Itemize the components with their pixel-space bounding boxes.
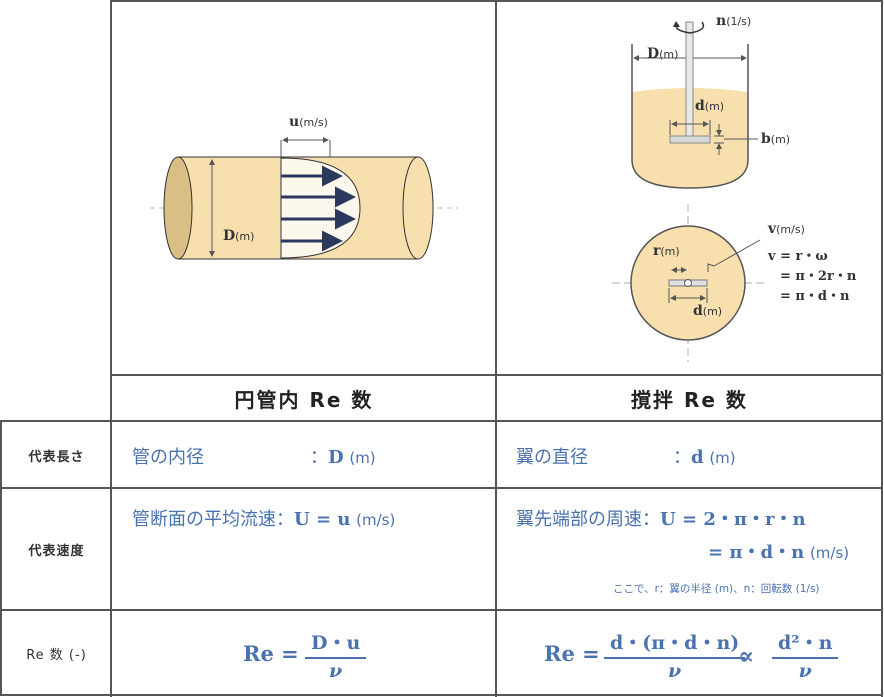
tip-speed-label: v(m/s) [768,221,805,237]
impeller-diameter-label: d(m) [695,98,724,114]
impeller-diameter-symbol: d [695,98,705,114]
tank-diameter-label: D(m) [647,46,678,62]
pipe-diagram [150,137,458,260]
stirred-tank-diagram [631,21,758,189]
row-label-length: 代表長さ [28,449,85,465]
stirrer-velocity-unit2: (m/s) [809,544,850,562]
stirrer-velocity-formula1: U = 2・π・r・n [660,509,806,530]
tip-speed-eq1: v = r・ω [768,249,828,264]
tip-speed-symbol: v [768,221,777,237]
stirrer-length-colon: ： [673,447,691,468]
tip-speed-eq3: = π・d・n [780,289,850,304]
stirrer-velocity-text: 翼先端部の周速：U = 2・π・r・n [516,505,806,531]
top-view-diameter-label: d(m) [693,303,722,319]
stirrer-length-symbol: d [691,447,704,468]
pipe-diameter-symbol: D [223,228,236,244]
header-stirrer-re: 撹拌 Re 数 [631,388,748,412]
pipe-length-text: 管の内径 [132,447,204,468]
stirrer-re-numerator2: d²・n [772,628,839,659]
pipe-re-fraction: D・u ν [305,628,367,682]
stirrer-velocity-line2: = π・d・n (m/s) [708,538,849,564]
blade-width-label: b(m) [761,131,790,147]
velocity-arrows [281,165,356,252]
stirrer-length-text: 翼の直径 [516,447,588,468]
tank-top-view [612,204,764,362]
pipe-length-symbol: D [328,447,344,468]
proportional-symbol: ∝ [738,641,755,670]
pipe-velocity-row-unit: (m/s) [356,511,396,529]
pipe-re-lhs: Re = [243,641,299,666]
stirrer-length-value: ：d (m) [673,443,736,469]
tip-speed-eq2: = π・2r・n [780,269,857,284]
pipe-length-unit: (m) [349,449,376,467]
stirrer-re-lhs: Re = [544,641,600,666]
pipe-re-denominator: ν [329,660,343,682]
top-view-diameter-symbol: d [693,303,703,319]
pipe-velocity-symbol: u [289,114,300,130]
tip-speed-unit: (m/s) [776,223,805,236]
pipe-velocity-desc: 管断面の平均流速： [132,509,294,530]
radius-unit: (m) [660,245,680,258]
pipe-velocity-formula: U = u [294,509,351,530]
pipe-velocity-unit: (m/s) [299,116,328,129]
stirrer-re-denominator: ν [668,660,682,682]
pipe-diameter-unit: (m) [235,230,255,243]
tank-diameter-symbol: D [647,46,660,62]
top-view-diameter-unit: (m) [702,305,723,318]
stirrer-re-fraction2: d²・n ν [772,628,839,682]
tank-diameter-unit: (m) [659,48,679,61]
pipe-length-colon: ： [310,447,328,468]
rotation-label: n(1/s) [716,13,751,29]
pipe-length-value: ：D (m) [310,443,376,469]
impeller-diameter-unit: (m) [704,100,725,113]
stirrer-re-denominator2: ν [798,660,812,682]
stirrer-re-numerator: d・(π・d・n) [604,628,746,659]
radius-label: r(m) [653,243,680,259]
pipe-velocity-label: u(m/s) [289,114,328,130]
blade-width-unit: (m) [770,133,791,146]
stirrer-velocity-formula2: = π・d・n [708,542,805,563]
pipe-re-numerator: D・u [305,628,367,659]
stirrer-length-unit: (m) [709,449,736,467]
pipe-velocity-text: 管断面の平均流速：U = u (m/s) [132,505,395,531]
rotation-unit: (1/s) [726,15,752,28]
blade-width-symbol: b [761,131,771,147]
row-label-re: Re 数 (-) [26,647,87,663]
rotation-symbol: n [716,13,727,29]
pipe-diameter-label: D(m) [223,228,254,244]
stirrer-velocity-note: ここで、r：翼の半径 (m)、n：回転数 (1/s) [613,583,820,595]
header-pipe-re: 円管内 Re 数 [234,388,374,412]
radius-symbol: r [653,243,661,259]
row-label-velocity: 代表速度 [28,544,85,559]
stirrer-re-fraction: d・(π・d・n) ν [604,628,746,682]
stirrer-velocity-desc: 翼先端部の周速： [516,509,660,530]
